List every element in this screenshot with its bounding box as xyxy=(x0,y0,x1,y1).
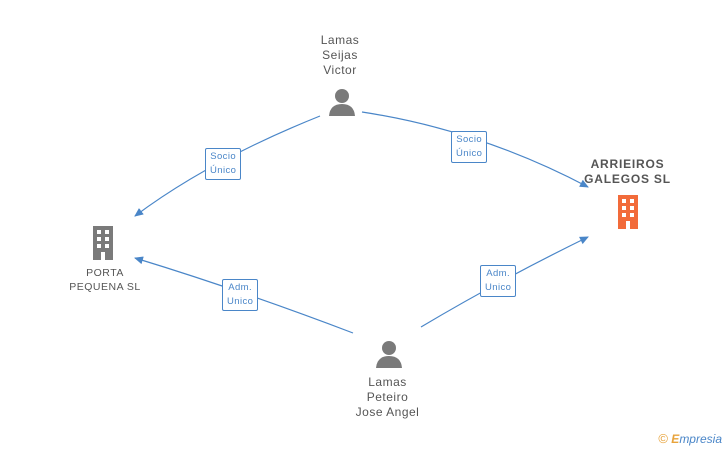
top-person-line-3: Victor xyxy=(323,63,357,77)
edge-badge-line-1: Socio xyxy=(456,134,483,145)
left-company-name[interactable]: PORTA PEQUENA SL xyxy=(60,266,150,294)
edge-badge-line-1: Adm. xyxy=(228,282,253,293)
top-person-line-1: Lamas xyxy=(320,33,360,47)
bottom-person-line-2: Peteiro xyxy=(366,390,409,404)
edge-badge-line-2: Único xyxy=(210,165,237,176)
top-person-line-2: Seijas xyxy=(322,48,358,62)
building-icon-highlighted[interactable] xyxy=(613,193,643,229)
left-company-line-2: PEQUENA SL xyxy=(69,281,141,293)
copyright-icon: © xyxy=(658,431,668,446)
bottom-person-line-3: Jose Angel xyxy=(355,405,420,419)
empresia-watermark: © Empresia xyxy=(658,431,722,446)
right-company-line-1: ARRIEIROS xyxy=(590,157,665,171)
watermark-brand-rest: mpresia xyxy=(679,432,722,446)
top-person-name[interactable]: Lamas Seijas Victor xyxy=(300,33,380,78)
bottom-person-line-1: Lamas xyxy=(368,375,407,389)
edge-badge-line-2: Único xyxy=(456,148,483,159)
edge-badge-line-1: Socio xyxy=(210,151,237,162)
right-company-name[interactable]: ARRIEIROS GALEGOS SL xyxy=(580,157,675,187)
building-icon[interactable] xyxy=(88,224,118,260)
person-icon[interactable] xyxy=(375,340,403,368)
edge-badge-bottom-left[interactable]: Adm. Unico xyxy=(222,279,259,311)
bottom-person-name[interactable]: Lamas Peteiro Jose Angel xyxy=(340,375,435,420)
person-icon[interactable] xyxy=(328,88,356,116)
edge-badge-line-2: Unico xyxy=(485,282,512,293)
left-company-line-1: PORTA xyxy=(86,267,124,279)
edge-badge-top-left[interactable]: Socio Único xyxy=(205,148,242,180)
watermark-brand-first: E xyxy=(671,432,680,446)
edge-badge-bottom-right[interactable]: Adm. Unico xyxy=(480,265,517,297)
edge-badge-top-right[interactable]: Socio Único xyxy=(451,131,488,163)
edge-badge-line-1: Adm. xyxy=(486,268,511,279)
edge-badge-line-2: Unico xyxy=(227,296,254,307)
right-company-line-2: GALEGOS SL xyxy=(584,172,671,186)
